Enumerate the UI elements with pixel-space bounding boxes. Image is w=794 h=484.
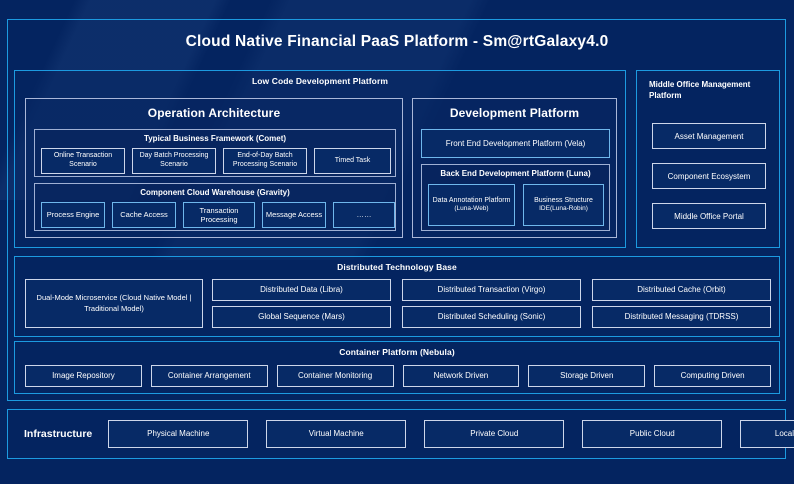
chip-distributed-messaging[interactable]: Distributed Messaging (TDRSS) [592,306,771,328]
section-title-middle-office: Middle Office Management Platform [649,80,751,100]
chip-global-sequence[interactable]: Global Sequence (Mars) [212,306,391,328]
chip-data-annotation-platform-label: Data Annotation Platform [432,196,511,204]
chip-component-ecosystem[interactable]: Component Ecosystem [652,163,766,189]
distributed-technology-items: Distributed Data (Libra) Distributed Tra… [212,279,771,328]
chip-data-annotation-platform[interactable]: Data Annotation Platform (Luna-Web) [428,184,515,226]
chip-data-annotation-platform-code: (Luna-Web) [454,205,489,213]
chip-container-arrangement[interactable]: Container Arrangement [150,365,268,387]
chip-message-access[interactable]: Message Access [262,202,326,228]
chip-business-structure-ide[interactable]: Business Structure IDE(Luna-Robin) [523,184,604,226]
subpanel-back-end-development-platform: Back End Development Platform (Luna) Dat… [421,164,610,231]
chip-timed-task[interactable]: Timed Task [314,148,391,174]
panel-development-platform: Development Platform Front End Developme… [412,98,617,238]
chip-day-batch-processing-scenario[interactable]: Day Batch Processing Scenario [132,148,216,174]
subpanel-title-component-cloud-warehouse: Component Cloud Warehouse (Gravity) [140,188,290,197]
chip-storage-driven[interactable]: Storage Driven [528,365,646,387]
infrastructure-label: Infrastructure [24,428,93,440]
chip-distributed-transaction[interactable]: Distributed Transaction (Virgo) [402,279,581,301]
container-platform-items: Image Repository Container Arrangement C… [25,365,771,387]
chip-end-of-day-batch-processing-scenario[interactable]: End-of-Day Batch Processing Scenario [223,148,307,174]
section-title-low-code: Low Code Development Platform [251,76,389,86]
chip-business-structure-label: Business Structure [534,196,593,204]
section-title-distributed-technology-base: Distributed Technology Base [337,262,457,272]
chip-image-repository[interactable]: Image Repository [25,365,142,387]
subpanel-component-cloud-warehouse: Component Cloud Warehouse (Gravity) Proc… [34,183,396,231]
subpanel-title-typical-business-framework: Typical Business Framework (Comet) [143,134,287,143]
chip-localized-hardware[interactable]: Localized Hardware [740,420,794,448]
chip-virtual-machine[interactable]: Virtual Machine [266,420,407,448]
section-title-container-platform: Container Platform (Nebula) [339,347,455,357]
chip-private-cloud[interactable]: Private Cloud [424,420,565,448]
infrastructure-items: Physical Machine Virtual Machine Private… [108,420,794,448]
chip-business-structure-code: IDE(Luna-Robin) [539,205,588,213]
main-platform-frame [7,19,786,401]
chip-online-transaction-scenario[interactable]: Online Transaction Scenario [41,148,125,174]
section-distributed-technology-base: Distributed Technology Base Dual-Mode Mi… [14,256,780,337]
typical-business-framework-items: Online Transaction Scenario Day Batch Pr… [41,148,391,174]
chip-more-ellipsis[interactable]: …… [333,202,395,228]
chip-process-engine[interactable]: Process Engine [41,202,105,228]
section-container-platform: Container Platform (Nebula) Image Reposi… [14,341,780,394]
chip-network-driven[interactable]: Network Driven [402,365,520,387]
chip-middle-office-portal[interactable]: Middle Office Portal [652,203,766,229]
panel-title-development-platform: Development Platform [449,106,580,120]
page-title: Cloud Native Financial PaaS Platform - S… [185,33,609,50]
component-cloud-warehouse-items: Process Engine Cache Access Transaction … [41,202,395,228]
section-infrastructure: Infrastructure Physical Machine Virtual … [7,409,794,459]
chip-physical-machine[interactable]: Physical Machine [108,420,249,448]
section-low-code-development-platform: Low Code Development Platform Operation … [14,70,626,248]
back-end-items: Data Annotation Platform (Luna-Web) Busi… [428,184,604,226]
chip-computing-driven[interactable]: Computing Driven [654,365,771,387]
chip-distributed-data[interactable]: Distributed Data (Libra) [212,279,391,301]
chip-cache-access[interactable]: Cache Access [112,202,176,228]
chip-dual-mode-microservice[interactable]: Dual-Mode Microservice (Cloud Native Mod… [25,279,203,328]
panel-title-operation-architecture: Operation Architecture [147,106,281,120]
panel-operation-architecture: Operation Architecture Typical Business … [25,98,403,238]
subpanel-title-back-end-development-platform: Back End Development Platform (Luna) [440,169,591,178]
chip-asset-management[interactable]: Asset Management [652,123,766,149]
chip-front-end-development-platform[interactable]: Front End Development Platform (Vela) [421,129,610,158]
chip-container-monitoring[interactable]: Container Monitoring [276,365,394,387]
chip-public-cloud[interactable]: Public Cloud [582,420,723,448]
chip-transaction-processing[interactable]: Transaction Processing [183,202,255,228]
chip-distributed-scheduling[interactable]: Distributed Scheduling (Sonic) [402,306,581,328]
chip-distributed-cache[interactable]: Distributed Cache (Orbit) [592,279,771,301]
subpanel-typical-business-framework: Typical Business Framework (Comet) Onlin… [34,129,396,177]
section-middle-office-management-platform: Middle Office Management Platform Asset … [636,70,780,248]
